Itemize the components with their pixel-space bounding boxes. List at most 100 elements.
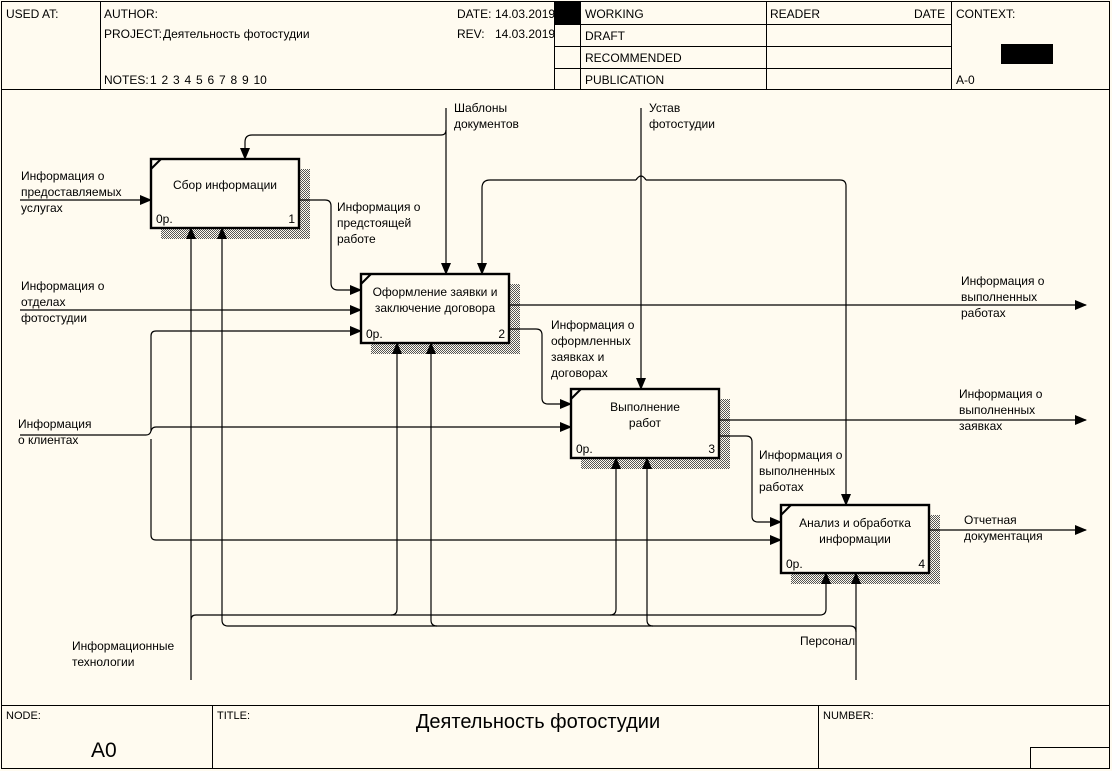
note-5[interactable]: 5 [196,73,203,87]
activity-box-border [779,503,931,575]
arrow-label-line: Отчетная [964,513,1017,527]
arrow-label-line: Информационные [72,639,175,653]
arrow-label-line: Устав [649,101,680,115]
reader-date-label: DATE [914,7,945,21]
arrow-input-clients[interactable] [20,422,572,436]
project-value: Деятельность фотостудии [163,27,310,41]
note-7[interactable]: 7 [219,73,226,87]
note-4[interactable]: 4 [185,73,192,87]
label-mechanism-staff: Персонал [800,634,855,648]
arrow-label-line: Информация о [21,279,105,293]
status-publication[interactable]: PUBLICATION [585,73,664,87]
footer-frame [1,705,1110,769]
node-label: NODE: [6,710,41,722]
charter-junction [635,175,647,181]
status-recommended[interactable]: RECOMMENDED [585,51,682,65]
arrow-staff-bus[interactable] [217,227,857,633]
arrow-done-work[interactable] [719,435,782,527]
arrow-charter-branch-right[interactable] [646,179,851,506]
arrow-orders[interactable] [509,328,572,409]
date-label: DATE: [457,7,491,21]
rev-value: 14.03.2019 [495,27,555,41]
note-1[interactable]: 1 [150,73,157,87]
arrow-charter-branch[interactable] [477,179,636,275]
note-10[interactable]: 10 [254,73,268,87]
rev-label: REV: [457,27,485,41]
arrow-clients-to-box4[interactable] [150,439,782,545]
arrow-label-line: фотостудии [21,311,87,325]
arrow-label-line: документация [964,529,1043,543]
activity-cost: 0р. [156,212,173,226]
arrow-it-to-box2[interactable] [390,342,402,616]
context-node: A-0 [956,73,975,87]
arrow-upcoming-work[interactable] [299,199,362,295]
activity-title: Анализ и обработка [799,516,911,530]
notes-label: NOTES: [104,73,149,87]
arrow-clients-to-box2[interactable] [150,326,362,431]
project-label: PROJECT: [104,27,162,41]
arrow-staff-to-box2[interactable] [426,342,438,627]
box-corner-mark [360,273,372,285]
arrow-label-line: о клиентах [18,433,78,447]
activity-number: 2 [498,327,505,341]
status-working-marker[interactable] [555,2,580,24]
activity-title: Оформление заявки и [373,285,498,299]
arrow-it-to-box3[interactable] [609,457,621,616]
status-working[interactable]: WORKING [585,7,644,21]
number-label: NUMBER: [823,710,874,722]
status-draft[interactable]: DRAFT [585,29,626,43]
label-control-templates: Шаблоны документов [454,101,519,131]
arrow-label-line: Информация о [21,169,105,183]
context-label: CONTEXT: [956,7,1015,21]
arrow-label-line: работе [337,232,376,246]
activity-number: 3 [708,442,715,456]
used-at-label: USED AT: [6,7,58,21]
activity-title: работ [629,416,662,430]
arrow-label-line: документов [454,117,519,131]
reader-label: READER [770,7,820,21]
author-label: AUTHOR: [104,7,158,21]
arrow-it-bus[interactable] [190,572,831,621]
context-node-marker[interactable] [1001,44,1053,64]
arrow-label-line: договорах [551,366,608,380]
arrow-label-line: работах [759,480,804,494]
activity-title: заключение договора [375,301,496,315]
activity-box-border [569,387,721,460]
diagram-frame [1,89,1110,706]
diagram-title: Деятельность фотостудии [416,711,660,733]
arrows [20,108,1087,680]
arrow-label-line: Информация о [337,200,421,214]
arrow-label-line: выполненных [959,403,1035,417]
arrow-label-line: выполненных [961,290,1037,304]
activity-title: Выполнение [610,400,680,414]
arrow-label-line: Информация о [961,274,1045,288]
arrow-label-line: Информация о [551,318,635,332]
header-frame [1,1,1110,90]
arrow-label-line: услугах [21,201,63,215]
note-3[interactable]: 3 [173,73,180,87]
box-corner-mark [780,504,792,516]
date-value: 14.03.2019 [495,7,555,21]
note-8[interactable]: 8 [231,73,238,87]
arrow-label-line: Шаблоны [454,101,507,115]
note-2[interactable]: 2 [162,73,169,87]
note-9[interactable]: 9 [242,73,249,87]
arrow-staff-to-box3[interactable] [642,457,654,627]
activity-title: Сбор информации [173,178,277,192]
arrow-templates-to-box1[interactable] [240,129,447,160]
note-6[interactable]: 6 [208,73,215,87]
arrow-label-line: технологии [72,655,134,669]
label-mechanism-it: Информационные технологии [72,639,175,669]
